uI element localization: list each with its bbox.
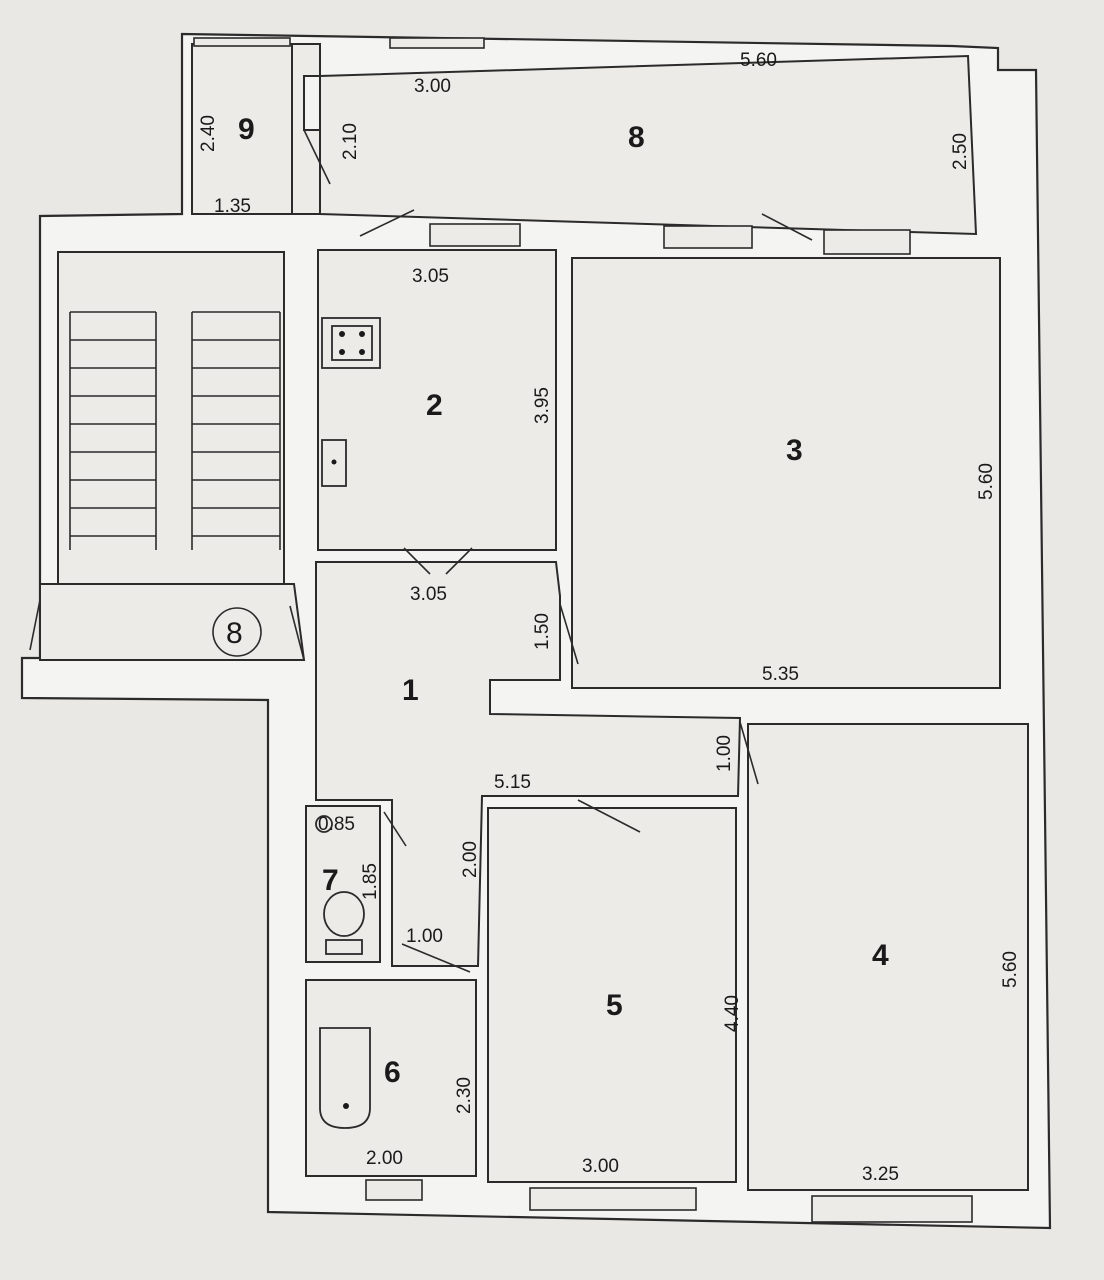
room-number-6: 6: [384, 1056, 401, 1089]
dim-1-00-b: 1.00: [406, 926, 443, 947]
dim-5-15: 5.15: [494, 772, 531, 793]
stair-landing: [39, 583, 306, 661]
landing-number: 8: [226, 617, 243, 650]
dim-1-50: 1.50: [532, 613, 553, 650]
room-3: [571, 257, 1001, 689]
room-2: [317, 249, 557, 551]
dim-3-95: 3.95: [532, 387, 553, 424]
room-9: [191, 43, 293, 215]
dim-5-60-r4: 5.60: [1000, 951, 1021, 988]
room-1: [315, 561, 742, 967]
dim-2-10: 2.10: [340, 123, 361, 160]
dim-5-60-r3: 5.60: [976, 463, 997, 500]
dim-0-85: 0.85: [318, 814, 355, 835]
dim-3-05-b: 3.05: [410, 584, 447, 605]
room-number-3: 3: [786, 434, 803, 467]
room-number-8: 8: [628, 121, 645, 154]
dim-2-00-a: 2.00: [460, 841, 481, 878]
sink-icon: [321, 439, 347, 487]
toilet-icon: [315, 815, 365, 955]
dim-2-40: 2.40: [198, 115, 219, 152]
room-5: [487, 807, 737, 1183]
dim-5-35: 5.35: [762, 664, 799, 685]
room-number-2: 2: [426, 389, 443, 422]
dim-3-00-b: 3.00: [582, 1156, 619, 1177]
room-4: [747, 723, 1029, 1191]
windows: [193, 37, 973, 1223]
dim-1-85: 1.85: [360, 863, 381, 900]
room-number-7: 7: [322, 864, 339, 897]
dim-1-00-a: 1.00: [714, 735, 735, 772]
dim-3-05-a: 3.05: [412, 266, 449, 287]
dim-5-60-top: 5.60: [740, 50, 777, 71]
bathtub-icon: [319, 1027, 371, 1129]
stove-icon: [321, 317, 381, 369]
passage-9-8: [291, 43, 321, 215]
dim-2-50: 2.50: [950, 133, 971, 170]
dim-1-35: 1.35: [214, 196, 251, 217]
room-number-9: 9: [238, 113, 255, 146]
doors: [29, 129, 813, 973]
room-number-4: 4: [872, 939, 889, 972]
dim-2-00-b: 2.00: [366, 1148, 403, 1169]
dim-4-40: 4.40: [722, 995, 743, 1032]
landing-circle: [212, 607, 262, 657]
dim-2-30: 2.30: [454, 1077, 475, 1114]
dim-3-00-top: 3.00: [414, 76, 451, 97]
room-number-1: 1: [402, 674, 419, 707]
room-6: [305, 979, 477, 1177]
stairs: [69, 311, 281, 550]
dim-3-25: 3.25: [862, 1164, 899, 1185]
room-number-5: 5: [606, 989, 623, 1022]
stair-hall: [57, 251, 285, 585]
